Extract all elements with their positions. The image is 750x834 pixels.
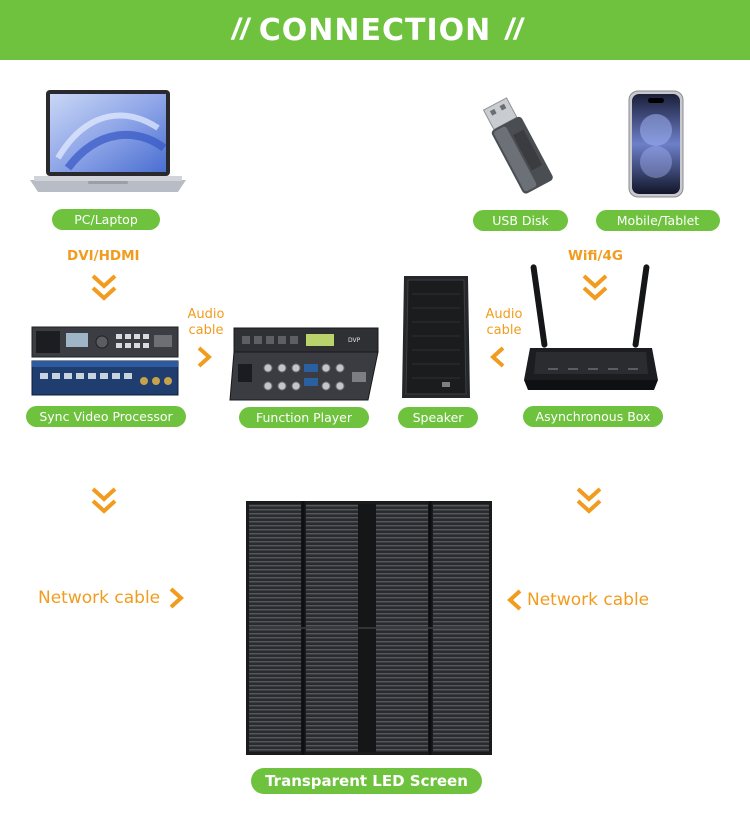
speaker-label: Speaker bbox=[398, 407, 478, 428]
wifi-4g-label: Wifi/4G bbox=[568, 248, 623, 264]
transparent-led-screen-label: Transparent LED Screen bbox=[251, 768, 482, 794]
function-player-label: Function Player bbox=[239, 407, 369, 428]
svg-text:DVP: DVP bbox=[348, 337, 361, 344]
chevron-down-icon bbox=[91, 487, 117, 514]
function-player-image: DVP bbox=[229, 327, 379, 401]
speaker-image bbox=[402, 276, 470, 398]
page-title: CONNECTION bbox=[258, 12, 492, 48]
usb-disk-label: USB Disk bbox=[473, 210, 568, 231]
chevron-left-icon bbox=[507, 589, 522, 611]
chevron-down-icon bbox=[576, 487, 602, 514]
asynchronous-box-image bbox=[524, 264, 658, 390]
sync-video-processor-image bbox=[31, 326, 179, 396]
chevron-right-icon bbox=[169, 587, 185, 609]
audio-cable-right-label: Audio cable bbox=[485, 307, 523, 338]
laptop-image bbox=[30, 90, 186, 192]
network-cable-left: Network cable bbox=[38, 586, 185, 610]
audio-cable-left-label: Audio cable bbox=[187, 307, 225, 338]
header-slash-left: / / bbox=[231, 13, 249, 46]
network-cable-left-label: Network cable bbox=[38, 588, 161, 608]
network-cable-right-label: Network cable bbox=[527, 590, 650, 610]
header-banner: / / CONNECTION / / bbox=[0, 0, 750, 60]
sync-video-processor-label: Sync Video Processor bbox=[26, 406, 186, 427]
transparent-led-screen-image bbox=[246, 501, 492, 755]
chevron-down-icon bbox=[582, 274, 608, 301]
dvi-hdmi-label: DVI/HDMI bbox=[67, 248, 140, 264]
usb-disk-image bbox=[482, 97, 553, 194]
mobile-phone-image bbox=[628, 90, 684, 198]
pc-laptop-label: PC/Laptop bbox=[52, 209, 160, 230]
chevron-left-icon bbox=[490, 346, 505, 368]
header-slash-right: / / bbox=[505, 13, 522, 46]
mobile-tablet-label: Mobile/Tablet bbox=[596, 210, 720, 231]
asynchronous-box-label: Asynchronous Box bbox=[523, 406, 663, 427]
chevron-right-icon bbox=[197, 346, 212, 368]
network-cable-right: Network cable bbox=[507, 588, 649, 612]
chevron-down-icon bbox=[91, 274, 117, 301]
